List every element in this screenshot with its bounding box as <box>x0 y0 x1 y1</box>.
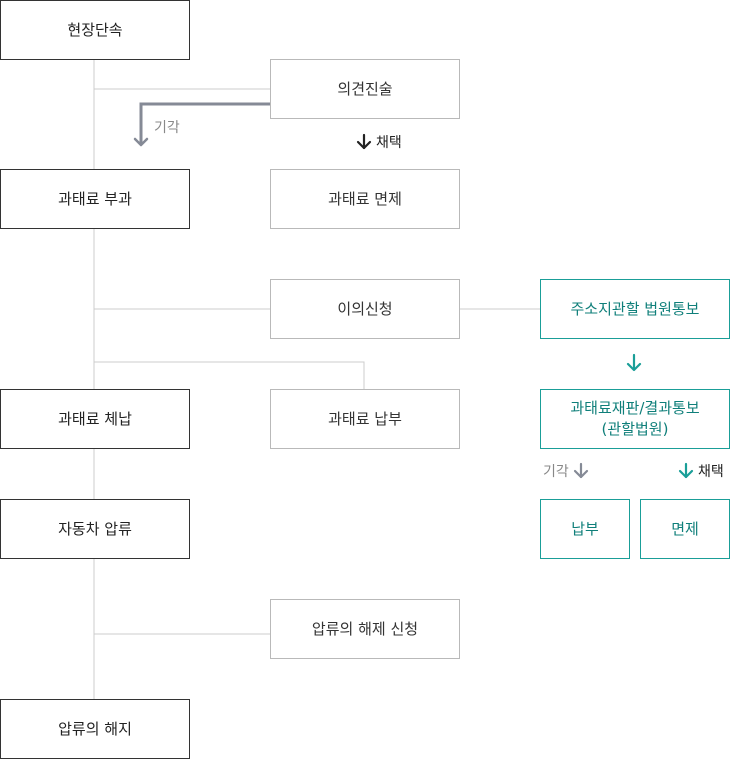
court-exemption-label: 면제 <box>671 519 699 538</box>
court-adopted-text: 채택 <box>698 464 724 480</box>
court-payment-box: 납부 <box>540 499 630 559</box>
opinion-adopted-text: 채택 <box>376 135 402 151</box>
court-exemption-box: 면제 <box>640 499 730 559</box>
opinion-rejected-text: 기각 <box>154 120 180 136</box>
seizure-release-request-box: 압류의 해제 신청 <box>270 599 460 659</box>
court-trial-label-line1: 과태료재판/결과통보 <box>570 399 700 417</box>
fine-imposed-label: 과태료 부과 <box>58 189 132 208</box>
objection-label: 이의신청 <box>337 299 393 318</box>
fine-payment-label: 과태료 납부 <box>328 409 402 428</box>
court-adopted-label: 채택 <box>678 461 724 481</box>
fine-exemption-box: 과태료 면제 <box>270 169 460 229</box>
court-payment-label: 납부 <box>571 519 599 538</box>
dark-down-arrow-icon <box>356 133 372 150</box>
rejected-path-line <box>139 102 270 144</box>
court-rejected-label: 기각 <box>543 461 589 481</box>
opinion-statement-box: 의견진술 <box>270 59 460 119</box>
opinion-adopted-label: 채택 <box>356 132 402 152</box>
opinion-rejected-label: 기각 <box>154 117 180 137</box>
seizure-release-box: 압류의 해지 <box>0 699 190 759</box>
fine-exemption-label: 과태료 면제 <box>328 189 402 208</box>
court-trial-label-line2: (관할법원) <box>601 420 669 438</box>
court-rejected-text: 기각 <box>543 464 569 480</box>
court-trial-box: 과태료재판/결과통보 (관할법원) <box>540 389 730 449</box>
on-site-enforcement-label: 현장단속 <box>67 20 123 39</box>
court-notice-box: 주소지관할 법원통보 <box>540 279 730 339</box>
fine-imposed-box: 과태료 부과 <box>0 169 190 229</box>
objection-box: 이의신청 <box>270 279 460 339</box>
vehicle-seizure-box: 자동차 압류 <box>0 499 190 559</box>
vehicle-seizure-label: 자동차 압류 <box>58 519 132 538</box>
rejected-path-arrowhead <box>133 137 149 147</box>
fine-overdue-label: 과태료 체납 <box>58 409 132 428</box>
opinion-statement-label: 의견진술 <box>337 79 393 98</box>
seizure-release-label: 압류의 해지 <box>58 719 132 738</box>
fine-payment-box: 과태료 납부 <box>270 389 460 449</box>
branch-payment-line <box>94 361 365 389</box>
gray-down-arrow-icon <box>573 462 588 479</box>
fine-overdue-box: 과태료 체납 <box>0 389 190 449</box>
court-down-arrow-icon <box>626 353 642 372</box>
court-notice-label: 주소지관할 법원통보 <box>570 299 700 318</box>
on-site-enforcement-box: 현장단속 <box>0 0 190 60</box>
teal-down-arrow-icon <box>678 462 694 479</box>
seizure-release-request-label: 압류의 해제 신청 <box>311 619 419 638</box>
